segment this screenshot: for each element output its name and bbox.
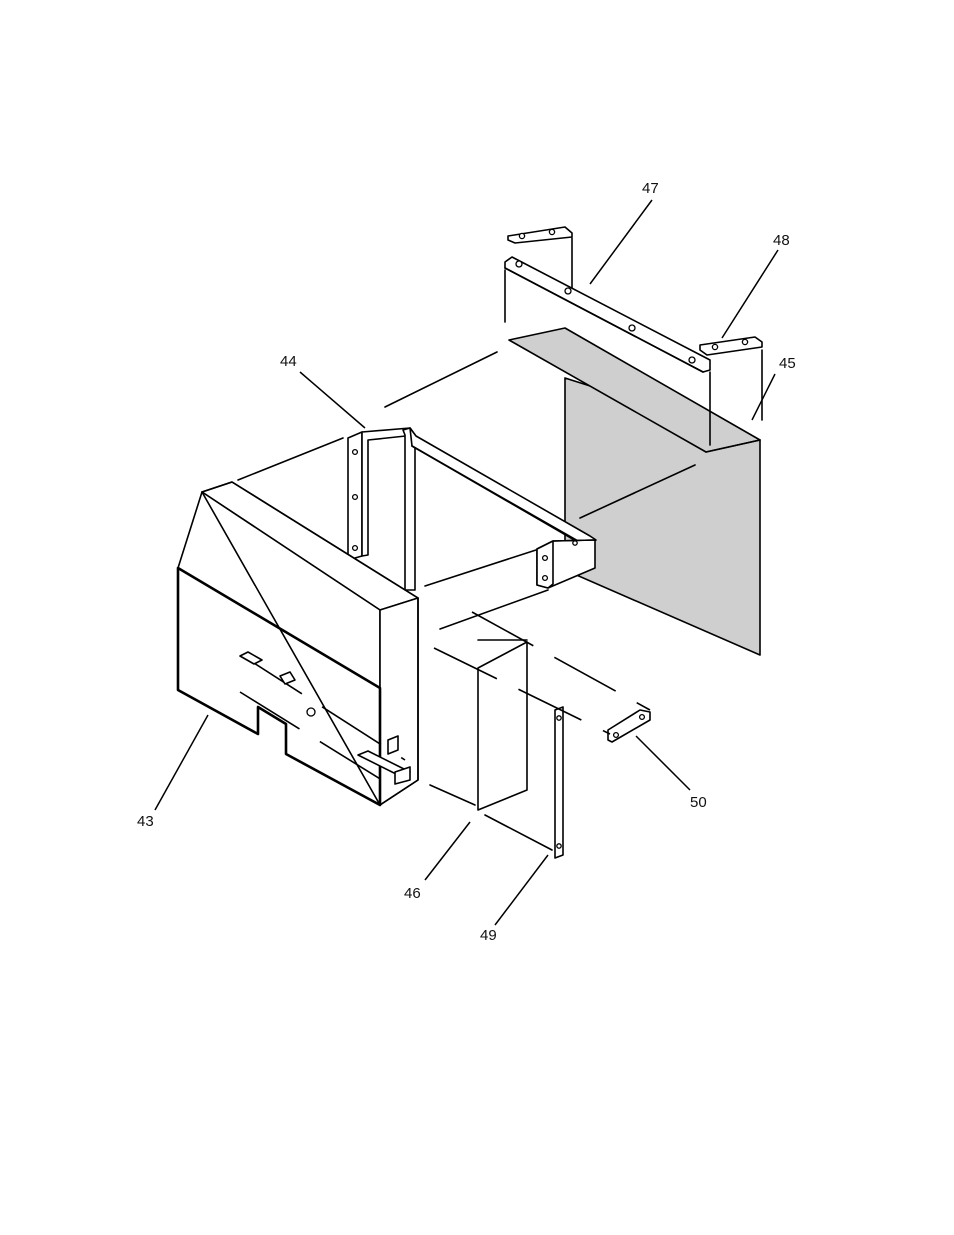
callout-50: 50 [690,794,707,811]
part-44-frame [348,428,596,590]
callout-49: 49 [480,927,497,944]
part-43-front-housing [178,482,418,805]
callout-48: 48 [773,232,790,249]
part-46-side-panel [478,642,527,810]
part-49-strip [555,707,563,858]
callout-46: 46 [404,885,421,902]
callout-43: 43 [137,813,154,830]
part-45-rear-panel [509,328,760,655]
callout-45: 45 [779,355,796,372]
callout-44: 44 [280,353,297,370]
callout-47: 47 [642,180,659,197]
part-50-bar [608,710,650,742]
